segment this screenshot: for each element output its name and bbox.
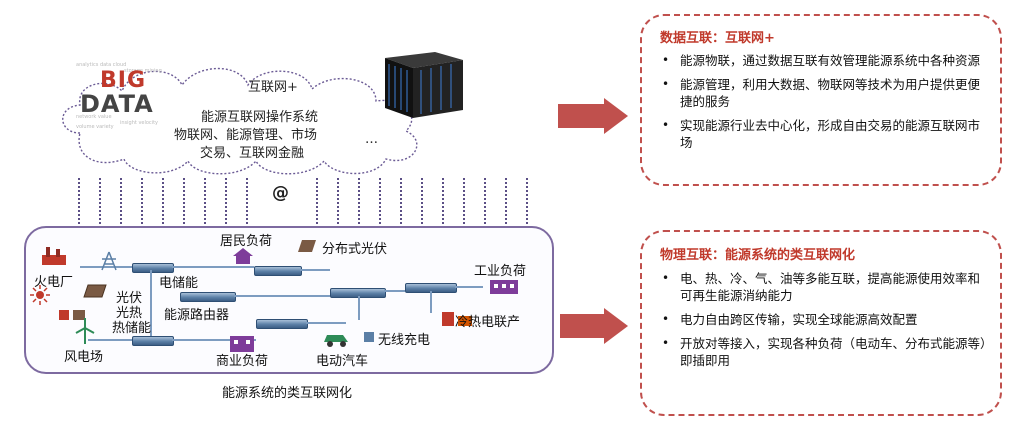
- list-item: 电力自由跨区传输，实现全球能源高效配置: [656, 311, 990, 328]
- svg-text:analytics data cloud: analytics data cloud: [76, 62, 126, 68]
- electric-vehicle-label: 电动汽车: [316, 354, 369, 369]
- connector-line: [300, 269, 330, 271]
- house-icon: [233, 248, 253, 264]
- energy-system-caption: 能源系统的类互联网化: [222, 386, 353, 401]
- connector-line: [384, 290, 405, 292]
- electric-storage-label: 电储能: [159, 276, 199, 291]
- data-link: [78, 178, 80, 228]
- data-link: [225, 178, 227, 228]
- data-link: [246, 178, 248, 228]
- data-link: [442, 178, 444, 228]
- rooftop-pv-icon: [298, 240, 316, 252]
- residential-load-label: 居民负荷: [220, 234, 273, 249]
- data-interconnect-list: 能源物联，通过数据互联有效管理能源系统中各种资源 能源管理，利用大数据、物联网等…: [656, 52, 990, 158]
- data-link: [183, 178, 185, 228]
- data-link: [337, 178, 339, 228]
- commercial-load-label: 商业负荷: [216, 354, 269, 369]
- bus-bar: [180, 292, 236, 302]
- connector-line: [172, 266, 254, 268]
- internet-plus-label: 互联网+: [248, 80, 298, 95]
- data-text: DATA: [80, 90, 154, 118]
- thermal-plant-label: 火电厂: [34, 275, 74, 290]
- bus-bar: [132, 336, 174, 346]
- at-symbol: @: [272, 183, 289, 203]
- data-link: [484, 178, 486, 228]
- factory-icon: [42, 247, 66, 265]
- wireless-charging-icon: [364, 332, 374, 342]
- data-link: [99, 178, 101, 228]
- data-interconnect-title: 数据互联：互联网+: [660, 31, 775, 46]
- data-link: [526, 178, 528, 228]
- data-interconnect-panel: 数据互联：互联网+ 能源物联，通过数据互联有效管理能源系统中各种资源 能源管理，…: [640, 14, 1002, 186]
- pv-panel-icon: [83, 284, 107, 298]
- data-link: [162, 178, 164, 228]
- modules-line2-label: 交易、互联网金融: [200, 146, 305, 161]
- connector-line: [358, 296, 360, 320]
- wind-turbine-icon: [75, 318, 95, 344]
- pv-label: 光伏: [116, 291, 143, 306]
- cloud-shape: [62, 67, 418, 175]
- data-link: [358, 178, 360, 228]
- bus-bar: [132, 263, 174, 273]
- data-link: [204, 178, 206, 228]
- thermal-storage-label: 热储能: [112, 321, 152, 336]
- svg-text:volume variety: volume variety: [76, 124, 114, 130]
- physical-interconnect-title: 物理互联：能源系统的类互联网化: [660, 248, 856, 263]
- list-item: 电、热、冷、气、油等多能互联，提高能源使用效率和可再生能源消纳能力: [656, 270, 990, 304]
- connector-line: [172, 339, 256, 341]
- svg-text:network value: network value: [76, 114, 112, 120]
- energy-router-label: 能源路由器: [164, 308, 230, 323]
- svg-text:insight velocity: insight velocity: [120, 120, 158, 126]
- list-item: 实现能源行业去中心化，形成自由交易的能源互联网市场: [656, 117, 990, 151]
- data-link: [120, 178, 122, 228]
- data-link: [316, 178, 318, 228]
- energy-system-box: [24, 226, 554, 374]
- data-link: [379, 178, 381, 228]
- os-title-label: 能源互联网操作系统: [201, 110, 319, 125]
- data-link: [141, 178, 143, 228]
- data-link: [463, 178, 465, 228]
- connector-line: [455, 286, 483, 288]
- list-item: 能源管理，利用大数据、物联网等技术为用户提供更便捷的服务: [656, 76, 990, 110]
- list-item: 开放对等接入，实现各种负荷（电动车、分布式能源等）即插即用: [656, 335, 990, 369]
- wind-farm-label: 风电场: [64, 350, 104, 365]
- connector-line: [430, 291, 432, 313]
- commercial-building-icon: [230, 336, 254, 352]
- storage-tank-icon: [59, 310, 85, 320]
- data-link: [421, 178, 423, 228]
- electric-car-icon: [324, 335, 348, 347]
- physical-interconnect-panel: 物理互联：能源系统的类互联网化 电、热、冷、气、油等多能互联，提高能源使用效率和…: [640, 230, 1002, 416]
- wireless-charging-label: 无线充电: [378, 333, 431, 348]
- distributed-pv-label: 分布式光伏: [322, 242, 388, 257]
- solar-thermal-label: 光热: [116, 306, 143, 321]
- connector-line: [234, 295, 330, 297]
- solar-icon: [30, 285, 50, 305]
- cchp-label: 冷热电联产: [455, 315, 521, 330]
- big-text: BIG: [100, 68, 147, 93]
- list-item: 能源物联，通过数据互联有效管理能源系统中各种资源: [656, 52, 990, 69]
- connector-line: [150, 270, 152, 336]
- cloud: [50, 55, 450, 175]
- data-link: [400, 178, 402, 228]
- data-link: [505, 178, 507, 228]
- industrial-load-label: 工业负荷: [474, 264, 527, 279]
- connector-line: [88, 339, 132, 341]
- industrial-building-icon: [490, 280, 518, 294]
- connector-line: [80, 266, 132, 268]
- transmission-tower-icon: [101, 251, 117, 271]
- cchp-unit-icon: [442, 312, 472, 326]
- ellipsis-label: …: [365, 132, 378, 147]
- svg-text:storage mining: storage mining: [124, 68, 162, 74]
- bus-bar: [256, 319, 308, 329]
- bus-bar: [254, 266, 302, 276]
- physical-interconnect-list: 电、热、冷、气、油等多能互联，提高能源使用效率和可再生能源消纳能力 电力自由跨区…: [656, 270, 990, 376]
- big-data-logo: analytics data cloud storage mining netw…: [74, 58, 168, 130]
- server-rack-image: [375, 50, 465, 120]
- connector-line: [306, 322, 346, 324]
- modules-line1-label: 物联网、能源管理、市场: [174, 128, 318, 143]
